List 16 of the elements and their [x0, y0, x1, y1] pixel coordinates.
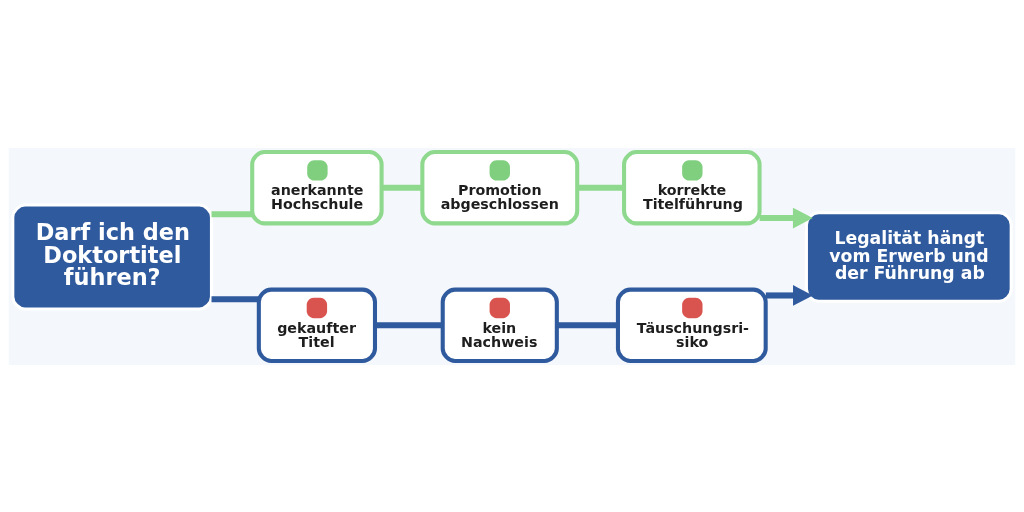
node-box: Promotion abgeschlossen — [420, 149, 580, 225]
node-box: Täuschungsri- siko — [615, 287, 768, 363]
connector — [375, 321, 443, 328]
connector — [381, 184, 423, 191]
connector — [211, 295, 259, 302]
node-box: gekaufter Titel — [256, 287, 377, 363]
node-box: anerkannte Hochschule — [250, 149, 384, 225]
node-box: Legalität hängt vom Erwerb und der Führung ab — [804, 210, 1013, 303]
arrow — [765, 284, 813, 306]
connector — [556, 321, 618, 328]
arrow — [759, 207, 813, 228]
node-box: Darf ich den Doktortitel führen? — [11, 203, 213, 310]
connector — [577, 184, 624, 191]
connector — [211, 210, 252, 217]
node-box: kein Nachweis — [440, 287, 559, 363]
node-box: korrekte Titelführung — [622, 149, 762, 225]
